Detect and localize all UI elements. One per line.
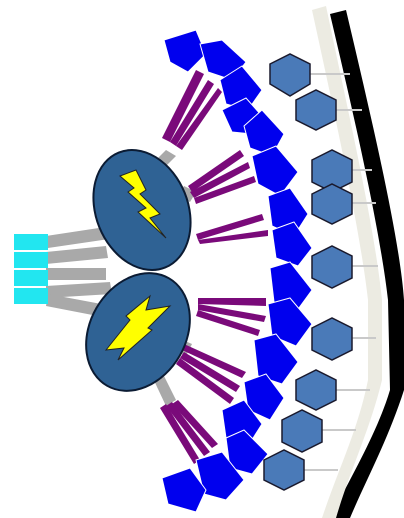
hexagon-icon [296,90,336,130]
hexagon-icon [312,318,352,360]
hexagon-icon [296,370,336,410]
hexagon-icon [264,450,304,490]
hexagon-icon [282,410,322,452]
hexagon-icon [312,246,352,288]
hexagon-icon [270,54,310,96]
cyan-blocks [14,234,48,304]
hexagon-icon [312,184,352,224]
upper-ellipse-group [76,135,208,284]
